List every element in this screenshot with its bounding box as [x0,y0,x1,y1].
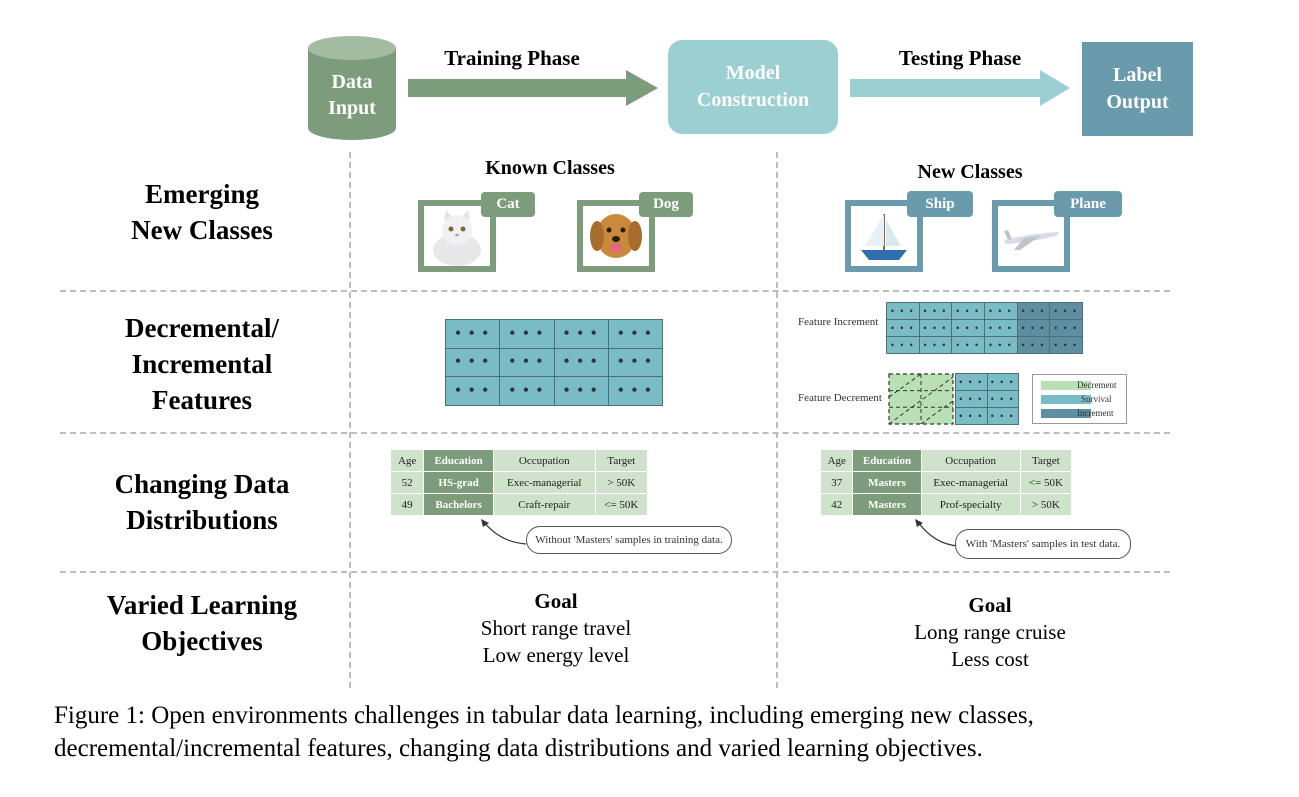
figure-caption: Figure 1: Open environments challenges i… [54,699,1274,765]
test-note-arrow [915,519,959,547]
testing-arrow [850,70,1070,106]
cat-image-frame [418,200,496,272]
decrement-hatched-block [888,373,954,425]
dog-tag: Dog [639,192,693,217]
training-feature-grid: • • •• • •• • •• • • • • •• • •• • •• • … [444,319,664,406]
row-title-features: Decremental/ Incremental Features [125,313,279,415]
table-row: 37 Masters Exec-managerial <= 50K [819,471,1073,494]
training-arrow [408,70,658,106]
feature-survival-grid: • • •• • • • • •• • • • • •• • • [955,373,1019,425]
table-header-row: Age Education Occupation Target [819,449,1073,472]
legend-survival-text: Survival [1081,394,1112,404]
test-data-note: With 'Masters' samples in test data. [955,529,1131,559]
feature-increment-grid: • • •• • •• • •• • • • • •• • • • • •• •… [886,302,1083,354]
row-separator-1 [60,290,1170,292]
caption-line-1: Figure 1: Open environments challenges i… [54,702,1034,729]
data-input-label: Data Input [328,71,376,119]
test-data-table: Age Education Occupation Target 37 Maste… [819,449,1073,516]
training-phase-label: Training Phase [444,46,580,70]
label-output-box: Label Output [1082,42,1193,136]
feature-decrement-label: Feature Decrement [798,392,882,404]
legend-increment-text: Increment [1077,408,1114,418]
row-title-emerging: Emerging New Classes [131,179,273,245]
vertical-separator-right [776,152,778,688]
ship-tag: Ship [907,191,973,217]
legend-increment-swatch [1041,409,1091,418]
known-classes-title: Known Classes [485,157,615,179]
vertical-separator-left [349,152,351,688]
legend-decrement-text: Decrement [1077,380,1117,390]
testing-phase-label: Testing Phase [898,46,1022,70]
caption-line-2: decremental/incremental features, changi… [54,735,983,762]
row-title-distributions: Changing Data Distributions [114,469,290,535]
feature-legend: Decrement Survival Increment [1032,374,1127,424]
training-note-arrow [481,519,527,545]
training-goal-line2: Low energy level [482,643,630,667]
testing-goal: Goal Long range cruise Less cost [870,592,1110,673]
cat-icon [433,210,481,266]
feature-increment-label: Feature Increment [798,316,879,328]
row-separator-2 [60,432,1170,434]
table-row: 52 HS-grad Exec-managerial > 50K [389,471,649,494]
training-goal-line1: Short range travel [480,616,632,640]
training-goal: Goal Short range travel Low energy level [436,588,676,669]
testing-goal-line2: Less cost [951,647,1029,671]
testing-goal-line1: Long range cruise [914,620,1066,644]
row-title-objectives: Varied Learning Objectives [106,590,298,656]
legend-decrement-swatch [1041,381,1091,390]
data-input-cylinder [308,36,396,140]
ship-icon [861,214,907,260]
cat-tag: Cat [481,192,535,217]
plane-tag: Plane [1054,191,1122,217]
model-construction-box: Model Construction [668,40,838,134]
plane-icon [1004,230,1059,250]
table-header-row: Age Education Occupation Target [389,449,649,472]
testing-goal-title: Goal [968,593,1012,617]
training-goal-title: Goal [534,589,578,613]
training-data-note: Without 'Masters' samples in training da… [526,526,732,554]
row-separator-3 [60,571,1170,573]
legend-survival-swatch [1041,395,1091,404]
dog-icon [590,214,642,258]
table-row: 42 Masters Prof-specialty > 50K [819,493,1073,516]
new-classes-title: New Classes [917,161,1023,183]
table-row: 49 Bachelors Craft-repair <= 50K [389,493,649,516]
training-data-table: Age Education Occupation Target 52 HS-gr… [389,449,649,516]
